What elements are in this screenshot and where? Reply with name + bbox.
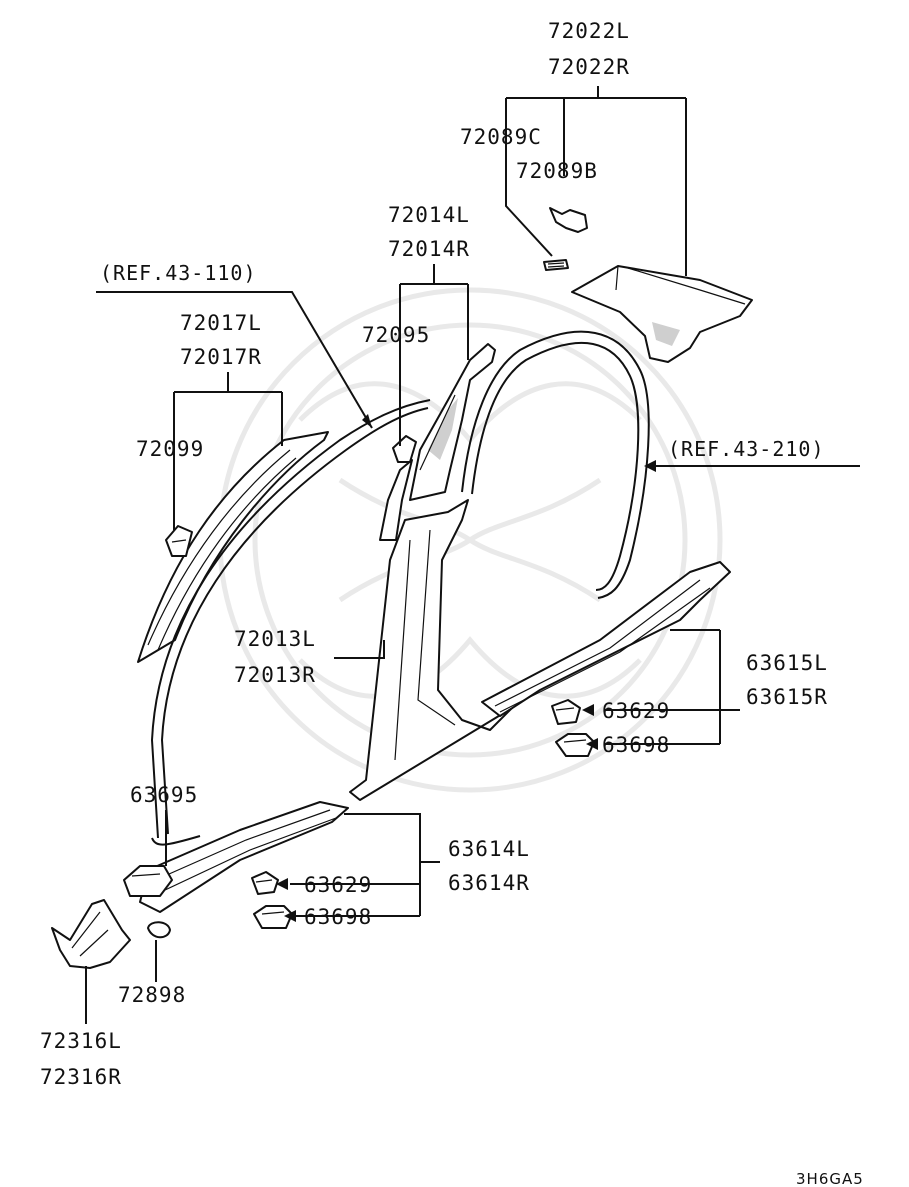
center-pillar-upper-trim bbox=[379, 343, 496, 541]
rear-scuff-plate bbox=[481, 561, 731, 717]
cowl-clip-72898-part bbox=[147, 921, 171, 939]
label-63698-rear: 63698 bbox=[602, 733, 670, 757]
front-scuff-plate bbox=[139, 801, 349, 913]
front-pillar-clip-part bbox=[165, 525, 193, 557]
front-pillar-trim bbox=[137, 431, 329, 663]
front-clip-63629-part bbox=[251, 871, 279, 895]
label-72017l: 72017L bbox=[180, 311, 262, 335]
center-pillar-lower-trim bbox=[349, 499, 513, 801]
label-72017r: 72017R bbox=[180, 345, 262, 369]
label-63614l: 63614L bbox=[448, 837, 530, 861]
label-72316l: 72316L bbox=[40, 1029, 122, 1053]
label-63695: 63695 bbox=[130, 783, 198, 807]
diagram-code: 3H6GA5 bbox=[796, 1170, 864, 1187]
label-72013r: 72013R bbox=[234, 663, 316, 687]
clip-72089b-part bbox=[549, 207, 588, 233]
ref-43-110: (REF.43-110) bbox=[100, 261, 257, 285]
label-72099: 72099 bbox=[136, 437, 204, 461]
label-72014r: 72014R bbox=[388, 237, 470, 261]
label-72013l: 72013L bbox=[234, 627, 316, 651]
rear-door-weatherstrip bbox=[461, 330, 650, 599]
label-63629-front: 63629 bbox=[304, 873, 372, 897]
ref-43-210: (REF.43-210) bbox=[668, 437, 825, 461]
rear-clip-63629-part bbox=[551, 699, 581, 725]
front-door-weatherstrip bbox=[150, 399, 431, 846]
label-72095: 72095 bbox=[362, 323, 430, 347]
label-72089c: 72089C bbox=[460, 125, 542, 149]
label-63615l: 63615L bbox=[746, 651, 828, 675]
label-63614r: 63614R bbox=[448, 871, 530, 895]
cowl-side-trim bbox=[51, 899, 131, 969]
label-63698-front: 63698 bbox=[304, 905, 372, 929]
label-72022r: 72022R bbox=[548, 55, 630, 79]
label-72022l: 72022L bbox=[548, 19, 630, 43]
leader-lines bbox=[85, 86, 860, 1024]
rear-grommet-63698-part bbox=[555, 733, 595, 757]
headliner-rear-trim bbox=[571, 265, 753, 363]
front-clip-63695-part bbox=[123, 865, 173, 897]
clip-72089c-part bbox=[543, 259, 569, 271]
label-72898: 72898 bbox=[118, 983, 186, 1007]
label-72089b: 72089B bbox=[516, 159, 598, 183]
label-63629-rear: 63629 bbox=[602, 699, 670, 723]
label-72014l: 72014L bbox=[388, 203, 470, 227]
label-63615r: 63615R bbox=[746, 685, 828, 709]
label-72316r: 72316R bbox=[40, 1065, 122, 1089]
pillar-clip-72095-part bbox=[392, 435, 417, 463]
